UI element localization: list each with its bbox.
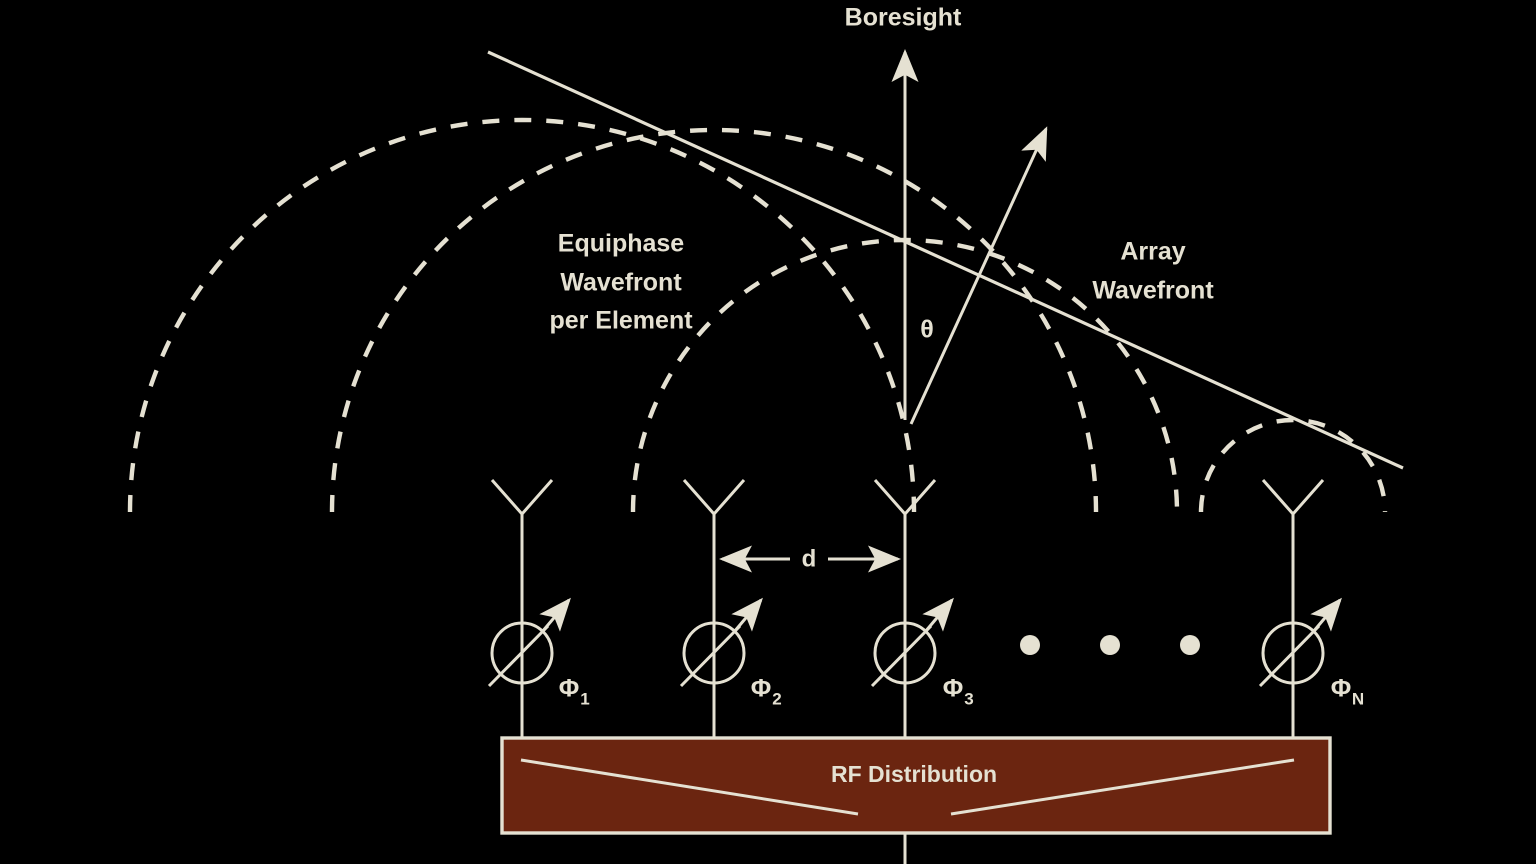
phase-label-n: Φ	[1331, 675, 1352, 703]
array-element-n[interactable]: Φ N	[1258, 479, 1364, 738]
phase-shifter-icon-2[interactable]	[682, 621, 746, 685]
phase-subscript-1: 1	[580, 689, 589, 708]
equiphase-wavefront-arcs	[127, 117, 1388, 513]
boresight-label: Boresight	[845, 4, 962, 32]
phase-label-1: Φ	[559, 675, 580, 703]
array-element-1[interactable]: Φ 1	[487, 479, 590, 738]
phase-shifter-icon-1[interactable]	[490, 621, 554, 685]
array-element-2[interactable]: Φ 2	[679, 479, 782, 738]
wavefront-arc-element-n	[1198, 417, 1388, 513]
rf-distribution-label: RF Distribution	[831, 761, 997, 787]
spacing-label: d	[802, 545, 817, 572]
rf-distribution-block[interactable]: RF Distribution	[500, 736, 1332, 835]
phase-shifter-arrow-n	[1310, 597, 1342, 633]
phase-label-3: Φ	[943, 675, 964, 703]
antenna-dipole-icon-n	[1261, 479, 1325, 517]
phase-subscript-3: 3	[964, 689, 973, 708]
element-ellipsis	[1020, 635, 1200, 655]
array-wavefront-label-line2: Wavefront	[1092, 277, 1214, 305]
theta-angle-label: θ	[920, 316, 934, 344]
equiphase-label-line1: Equiphase	[558, 230, 685, 258]
ellipsis-dot-2	[1100, 635, 1120, 655]
equiphase-label-line2: Wavefront	[560, 269, 682, 297]
array-wavefront-line	[487, 50, 1404, 470]
array-wavefront-stroke	[487, 50, 1404, 470]
rf-feed-line-left	[520, 758, 859, 816]
phase-shifter-slash-3	[870, 624, 933, 688]
phase-shifter-slash-1	[487, 624, 550, 688]
equiphase-label-line3: per Element	[549, 307, 693, 335]
phase-subscript-2: 2	[772, 689, 781, 708]
wavefront-arc-element-1	[127, 117, 917, 513]
antenna-dipole-icon-2	[682, 479, 746, 517]
rf-feed-line-right	[950, 758, 1295, 816]
phase-label-2: Φ	[751, 675, 772, 703]
steered-beam-arrow	[909, 126, 1048, 425]
array-wavefront-label-line1: Array	[1120, 238, 1185, 266]
array-element-3[interactable]: Φ 3	[870, 479, 974, 738]
antenna-dipole-icon-1	[490, 479, 554, 517]
antenna-dipole-icon-3	[873, 479, 937, 517]
rf-distribution-rect[interactable]	[500, 736, 1332, 835]
phase-shifter-icon-n[interactable]	[1261, 621, 1325, 685]
wavefront-arc-element-2	[329, 127, 1099, 513]
phase-shifter-arrow-2	[731, 597, 763, 633]
element-spacing-dimension: d	[719, 545, 901, 573]
phase-shifter-slash-n	[1258, 624, 1321, 688]
steered-beam-axis	[909, 126, 1048, 425]
ellipsis-dot-1	[1020, 635, 1040, 655]
phase-shifter-icon-3[interactable]	[873, 621, 937, 685]
phase-subscript-n: N	[1352, 689, 1364, 708]
phase-shifter-arrow-1	[539, 597, 571, 633]
ellipsis-dot-3	[1180, 635, 1200, 655]
phase-shifter-arrow-3	[922, 597, 954, 633]
phase-shifter-slash-2	[679, 624, 742, 688]
